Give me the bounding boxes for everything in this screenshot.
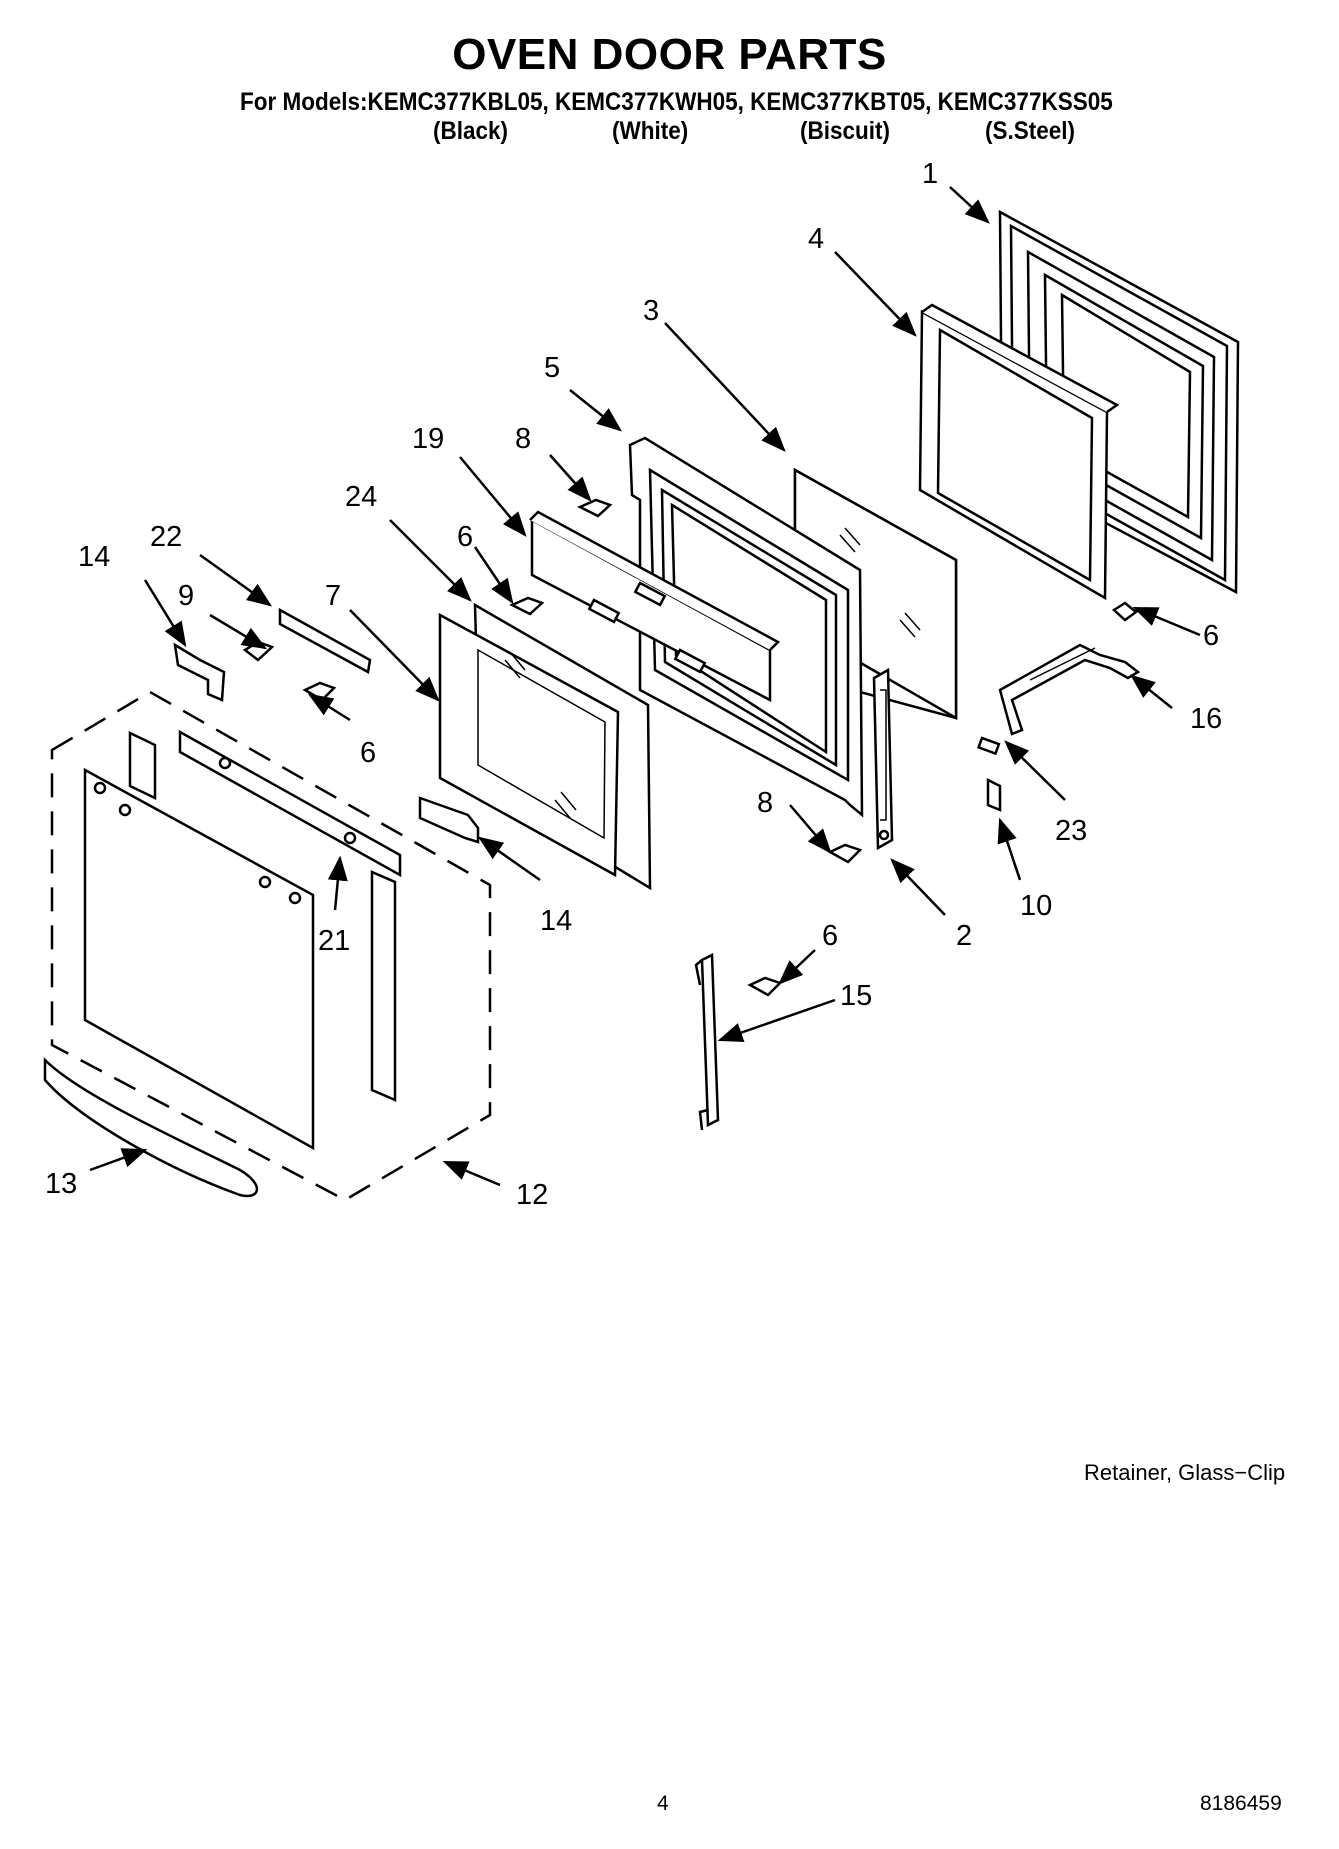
part-door-handle	[43, 1056, 259, 1198]
callout-8-bottom: 8	[757, 787, 773, 819]
callout-23: 23	[1055, 815, 1087, 847]
callout-6-upper: 6	[457, 521, 473, 553]
callout-1: 1	[922, 158, 938, 190]
callout-7: 7	[325, 580, 341, 612]
callout-4: 4	[808, 223, 824, 255]
page-title: OVEN DOOR PARTS	[452, 30, 887, 79]
part-door-frame	[918, 303, 1120, 601]
finish-black: (Black)	[433, 117, 509, 145]
finish-white: (White)	[612, 117, 689, 145]
callout-numbers: 1 4 3 5 19 8 24 6 22 14 9 7 6 6 16 8 23 …	[45, 158, 1222, 1211]
part-plate	[278, 607, 372, 674]
callout-12: 12	[516, 1179, 548, 1211]
callout-3: 3	[643, 295, 659, 327]
part-outer-door-assembly	[50, 690, 492, 1202]
callout-14-left: 14	[78, 541, 110, 573]
callout-8-top: 8	[515, 423, 531, 455]
callout-2: 2	[956, 920, 972, 952]
callout-13: 13	[45, 1168, 77, 1200]
callout-21: 21	[318, 925, 350, 957]
models-line: For Models:KEMC377KBL05, KEMC377KWH05, K…	[240, 88, 1113, 116]
part-door-stop	[694, 953, 720, 1131]
part-insulation-shield	[529, 510, 781, 703]
callout-5: 5	[544, 352, 560, 384]
callout-6-right: 6	[1203, 620, 1219, 652]
callout-9: 9	[178, 580, 194, 612]
finish-biscuit: (Biscuit)	[800, 117, 890, 145]
callout-24: 24	[345, 481, 377, 513]
part-note: Retainer, Glass−Clip	[1084, 1460, 1286, 1485]
part-clip	[976, 736, 1001, 756]
part-glass-front	[438, 612, 620, 878]
part-hinge-receiver-mid	[418, 796, 480, 844]
callout-14-mid: 14	[540, 905, 572, 937]
finish-stainless: (S.Steel)	[985, 117, 1076, 145]
callout-10: 10	[1020, 890, 1052, 922]
callout-22: 22	[150, 521, 182, 553]
page-number: 4	[657, 1792, 669, 1815]
part-hinge-receiver-left	[173, 642, 226, 702]
callout-6-left: 6	[360, 737, 376, 769]
part-hinge	[872, 667, 894, 851]
callout-16: 16	[1190, 703, 1222, 735]
callout-6-lower: 6	[822, 920, 838, 952]
document-number: 8186459	[1200, 1792, 1282, 1815]
callout-15: 15	[840, 980, 872, 1012]
leader-lines	[89, 186, 1201, 1187]
callout-19: 19	[412, 423, 444, 455]
part-bracket	[998, 643, 1141, 736]
